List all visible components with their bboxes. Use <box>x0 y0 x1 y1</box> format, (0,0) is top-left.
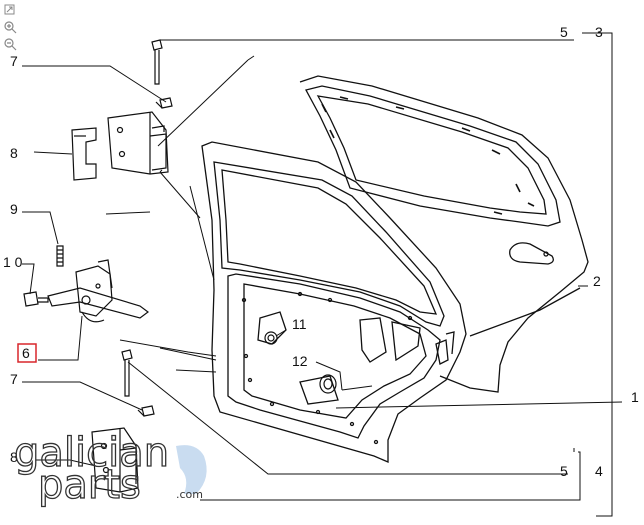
zoom-out-icon[interactable] <box>3 37 17 51</box>
door-inner-frame <box>201 141 467 463</box>
watermark-line-2: parts <box>38 462 141 508</box>
callout-9: 9 <box>10 201 18 217</box>
callout-11: 11 <box>292 316 307 332</box>
callout-1: 1 <box>631 389 639 405</box>
callout-labels: 5 3 7 8 9 1 0 2 11 12 7 1 8 5 4 6 <box>3 24 639 479</box>
callout-7-lower: 7 <box>10 371 18 387</box>
door-check-strap <box>23 245 149 323</box>
callout-6[interactable]: 6 <box>22 345 30 361</box>
watermark-accent-shape <box>176 445 207 494</box>
callout-8-lower: 8 <box>10 449 18 465</box>
callout-7-upper: 7 <box>10 53 18 69</box>
door-outer-panel <box>299 75 589 393</box>
leader-lines <box>22 39 623 475</box>
watermark-line-1: galician <box>14 430 169 476</box>
expand-icon[interactable] <box>3 3 17 17</box>
callout-4: 4 <box>595 463 603 479</box>
callout-3: 3 <box>595 24 603 40</box>
grommet-11 <box>264 331 278 345</box>
lower-hinge <box>91 349 155 493</box>
callout-10: 1 0 <box>3 254 23 270</box>
watermark-suffix: .com <box>176 488 203 501</box>
right-bracket <box>200 32 613 517</box>
upper-hinge <box>71 39 173 181</box>
callout-5-upper: 5 <box>560 24 568 40</box>
callout-2: 2 <box>593 273 601 289</box>
callout-12: 12 <box>292 353 308 369</box>
watermark-logo: galician parts .com <box>13 429 207 509</box>
callout-6-highlight-box[interactable] <box>17 343 37 363</box>
zoom-in-icon[interactable] <box>3 20 17 34</box>
callout-5-lower: 5 <box>560 463 568 479</box>
callout-8-upper: 8 <box>10 145 18 161</box>
plug-12 <box>319 374 337 394</box>
